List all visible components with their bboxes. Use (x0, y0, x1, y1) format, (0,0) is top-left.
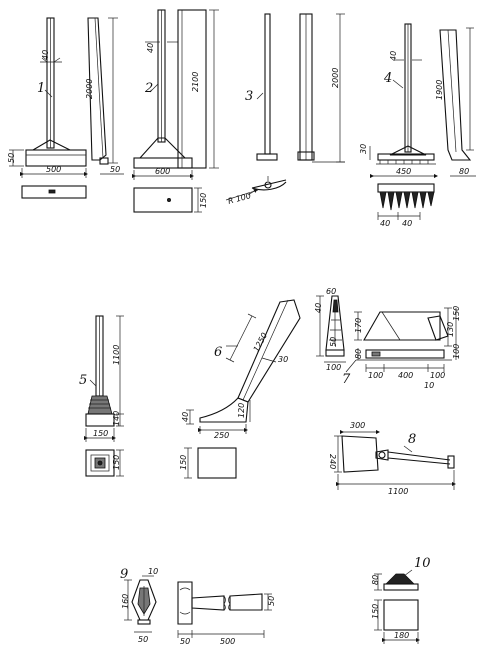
dim-t6-h: 120 (237, 403, 246, 418)
tool-3-tamper (225, 13, 345, 201)
tool-10-float (374, 569, 421, 644)
label-tool-1: 1 (37, 81, 45, 96)
dim-t7-h: 400 (398, 371, 413, 380)
dim-t4-h: 1900 (435, 80, 444, 100)
tool-1-rake (9, 17, 124, 199)
dim-t1-h: 2000 (85, 79, 94, 99)
dim-t10-w: 180 (394, 631, 409, 640)
dim-t7-d: 100 (326, 363, 341, 372)
dim-t7-f: 80 (354, 349, 363, 359)
dim-t1-w: 40 (41, 50, 50, 60)
tool-4-rake (369, 23, 476, 220)
label-tool-8: 8 (408, 432, 416, 447)
tool-2-shovel (131, 9, 219, 213)
dim-t1-left: 50 (7, 153, 16, 163)
dim-t3-h: 2000 (331, 68, 340, 88)
dim-t8-w: 300 (350, 421, 365, 430)
dim-t6-side: 150 (179, 455, 188, 470)
dim-t5-h: 1100 (112, 345, 121, 365)
dim-t4-t1: 40 (380, 219, 390, 228)
dim-t4-right: 80 (459, 167, 469, 176)
tool-9-sledgehammer (124, 575, 272, 638)
label-tool-6: 6 (214, 345, 222, 360)
dim-t9-c: 50 (138, 635, 148, 644)
dim-t5-base: 150 (93, 429, 108, 438)
dim-t2-h: 2100 (191, 72, 200, 92)
dim-t1-base: 500 (46, 165, 61, 174)
dim-t7-c: 50 (329, 337, 338, 347)
dim-t7-j: 10 (424, 381, 434, 390)
tool-5-rammer (83, 315, 124, 477)
dim-t6-left: 40 (181, 412, 190, 422)
dim-t10-a: 80 (371, 575, 380, 585)
label-tool-7: 7 (342, 372, 351, 387)
dim-t9-b: 160 (121, 594, 130, 609)
dim-t9-a: 10 (148, 567, 158, 576)
label-tool-3: 3 (245, 89, 253, 104)
dim-t8-h: 240 (328, 454, 337, 469)
dim-t7-a: 60 (326, 287, 336, 296)
dim-t5-side: 150 (112, 455, 121, 470)
dim-t5-s: 140 (112, 411, 121, 426)
dim-t10-b: 150 (371, 604, 380, 619)
label-tool-9: 9 (120, 567, 128, 582)
dim-t9-e: 50 (267, 596, 276, 606)
dim-t1-right: 50 (110, 165, 120, 174)
dim-t7-g: 100 (368, 371, 383, 380)
dim-t8-len: 1100 (388, 487, 408, 496)
tool-6-scraper (184, 299, 301, 479)
dim-t7-k: 150 (452, 306, 461, 321)
dim-t7-i: 100 (430, 371, 445, 380)
dim-t4-base: 450 (396, 167, 411, 176)
dim-t6-base: 250 (214, 431, 229, 440)
dim-t7-e: 170 (354, 318, 363, 333)
dim-t3-r: R 100 (227, 191, 252, 206)
dim-t4-w: 40 (389, 51, 398, 61)
label-tool-4: 4 (383, 71, 392, 86)
tool-7-trowel (316, 295, 457, 373)
label-tool-5: 5 (79, 373, 87, 388)
label-tool-10: 10 (414, 556, 431, 571)
dim-t2-base: 600 (155, 167, 170, 176)
dim-t2-w: 40 (146, 43, 155, 53)
dim-t9-d: 50 (180, 637, 190, 646)
dim-t7-b: 40 (314, 303, 323, 313)
dim-t7-m: 100 (452, 344, 461, 359)
dim-t7-l: 130 (446, 322, 455, 337)
dim-t6-len: 1250 (252, 331, 270, 353)
dim-t4-left: 30 (359, 144, 368, 154)
dim-t9-len: 500 (220, 637, 235, 646)
dim-t2-side: 150 (199, 193, 208, 208)
dim-t4-t2: 40 (402, 219, 412, 228)
tool-8-shovel (334, 429, 457, 490)
label-tool-2: 2 (144, 81, 153, 96)
dim-t6-w: 30 (278, 355, 288, 364)
